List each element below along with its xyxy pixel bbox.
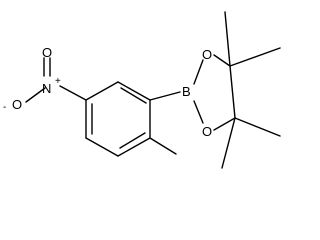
- ring-oxygen-bottom-label: O: [202, 124, 212, 139]
- ring-bond-6: [85, 81, 119, 101]
- nitro-to-ring-bond: [59, 85, 87, 101]
- nitro-nitrogen-charge: +: [55, 76, 61, 87]
- boronate-ester-group: B O O: [149, 11, 281, 169]
- bottom-methyl-bond-1: [234, 117, 281, 137]
- ring-bond-3: [117, 137, 151, 157]
- o-top-to-c-bond: [213, 54, 231, 67]
- nitro-oxygen-charged-label: O: [12, 97, 22, 112]
- nitro-oxygen-charge: -: [3, 102, 6, 113]
- boron-o-top-bond: [193, 59, 204, 85]
- quaternary-carbon-bond: [229, 65, 236, 119]
- nitro-oxygen-double-label: O: [42, 45, 52, 60]
- nitro-n-o-single-bond: [25, 87, 46, 103]
- top-methyl-bond-1: [224, 11, 231, 67]
- structure-canvas: N + O O - B O O: [3, 11, 281, 169]
- ring-double-bond-inner-1: [120, 87, 147, 104]
- boron-to-ring-bond: [149, 91, 181, 101]
- ring-bond-1: [117, 81, 151, 101]
- bottom-methyl-bond-2: [221, 117, 236, 169]
- ring-bond-4: [85, 137, 119, 157]
- benzene-ring: [85, 81, 151, 157]
- top-methyl-bond-2: [229, 47, 281, 67]
- nitro-nitrogen-label: N: [42, 81, 51, 96]
- boron-o-bottom-bond: [193, 100, 204, 124]
- nitro-group: N + O O -: [3, 45, 87, 113]
- o-bottom-to-c-bond: [213, 117, 236, 131]
- boron-label: B: [182, 84, 191, 99]
- ring-oxygen-top-label: O: [202, 47, 212, 62]
- ring-double-bond-inner-2: [119, 132, 146, 149]
- methyl-bond: [149, 137, 177, 155]
